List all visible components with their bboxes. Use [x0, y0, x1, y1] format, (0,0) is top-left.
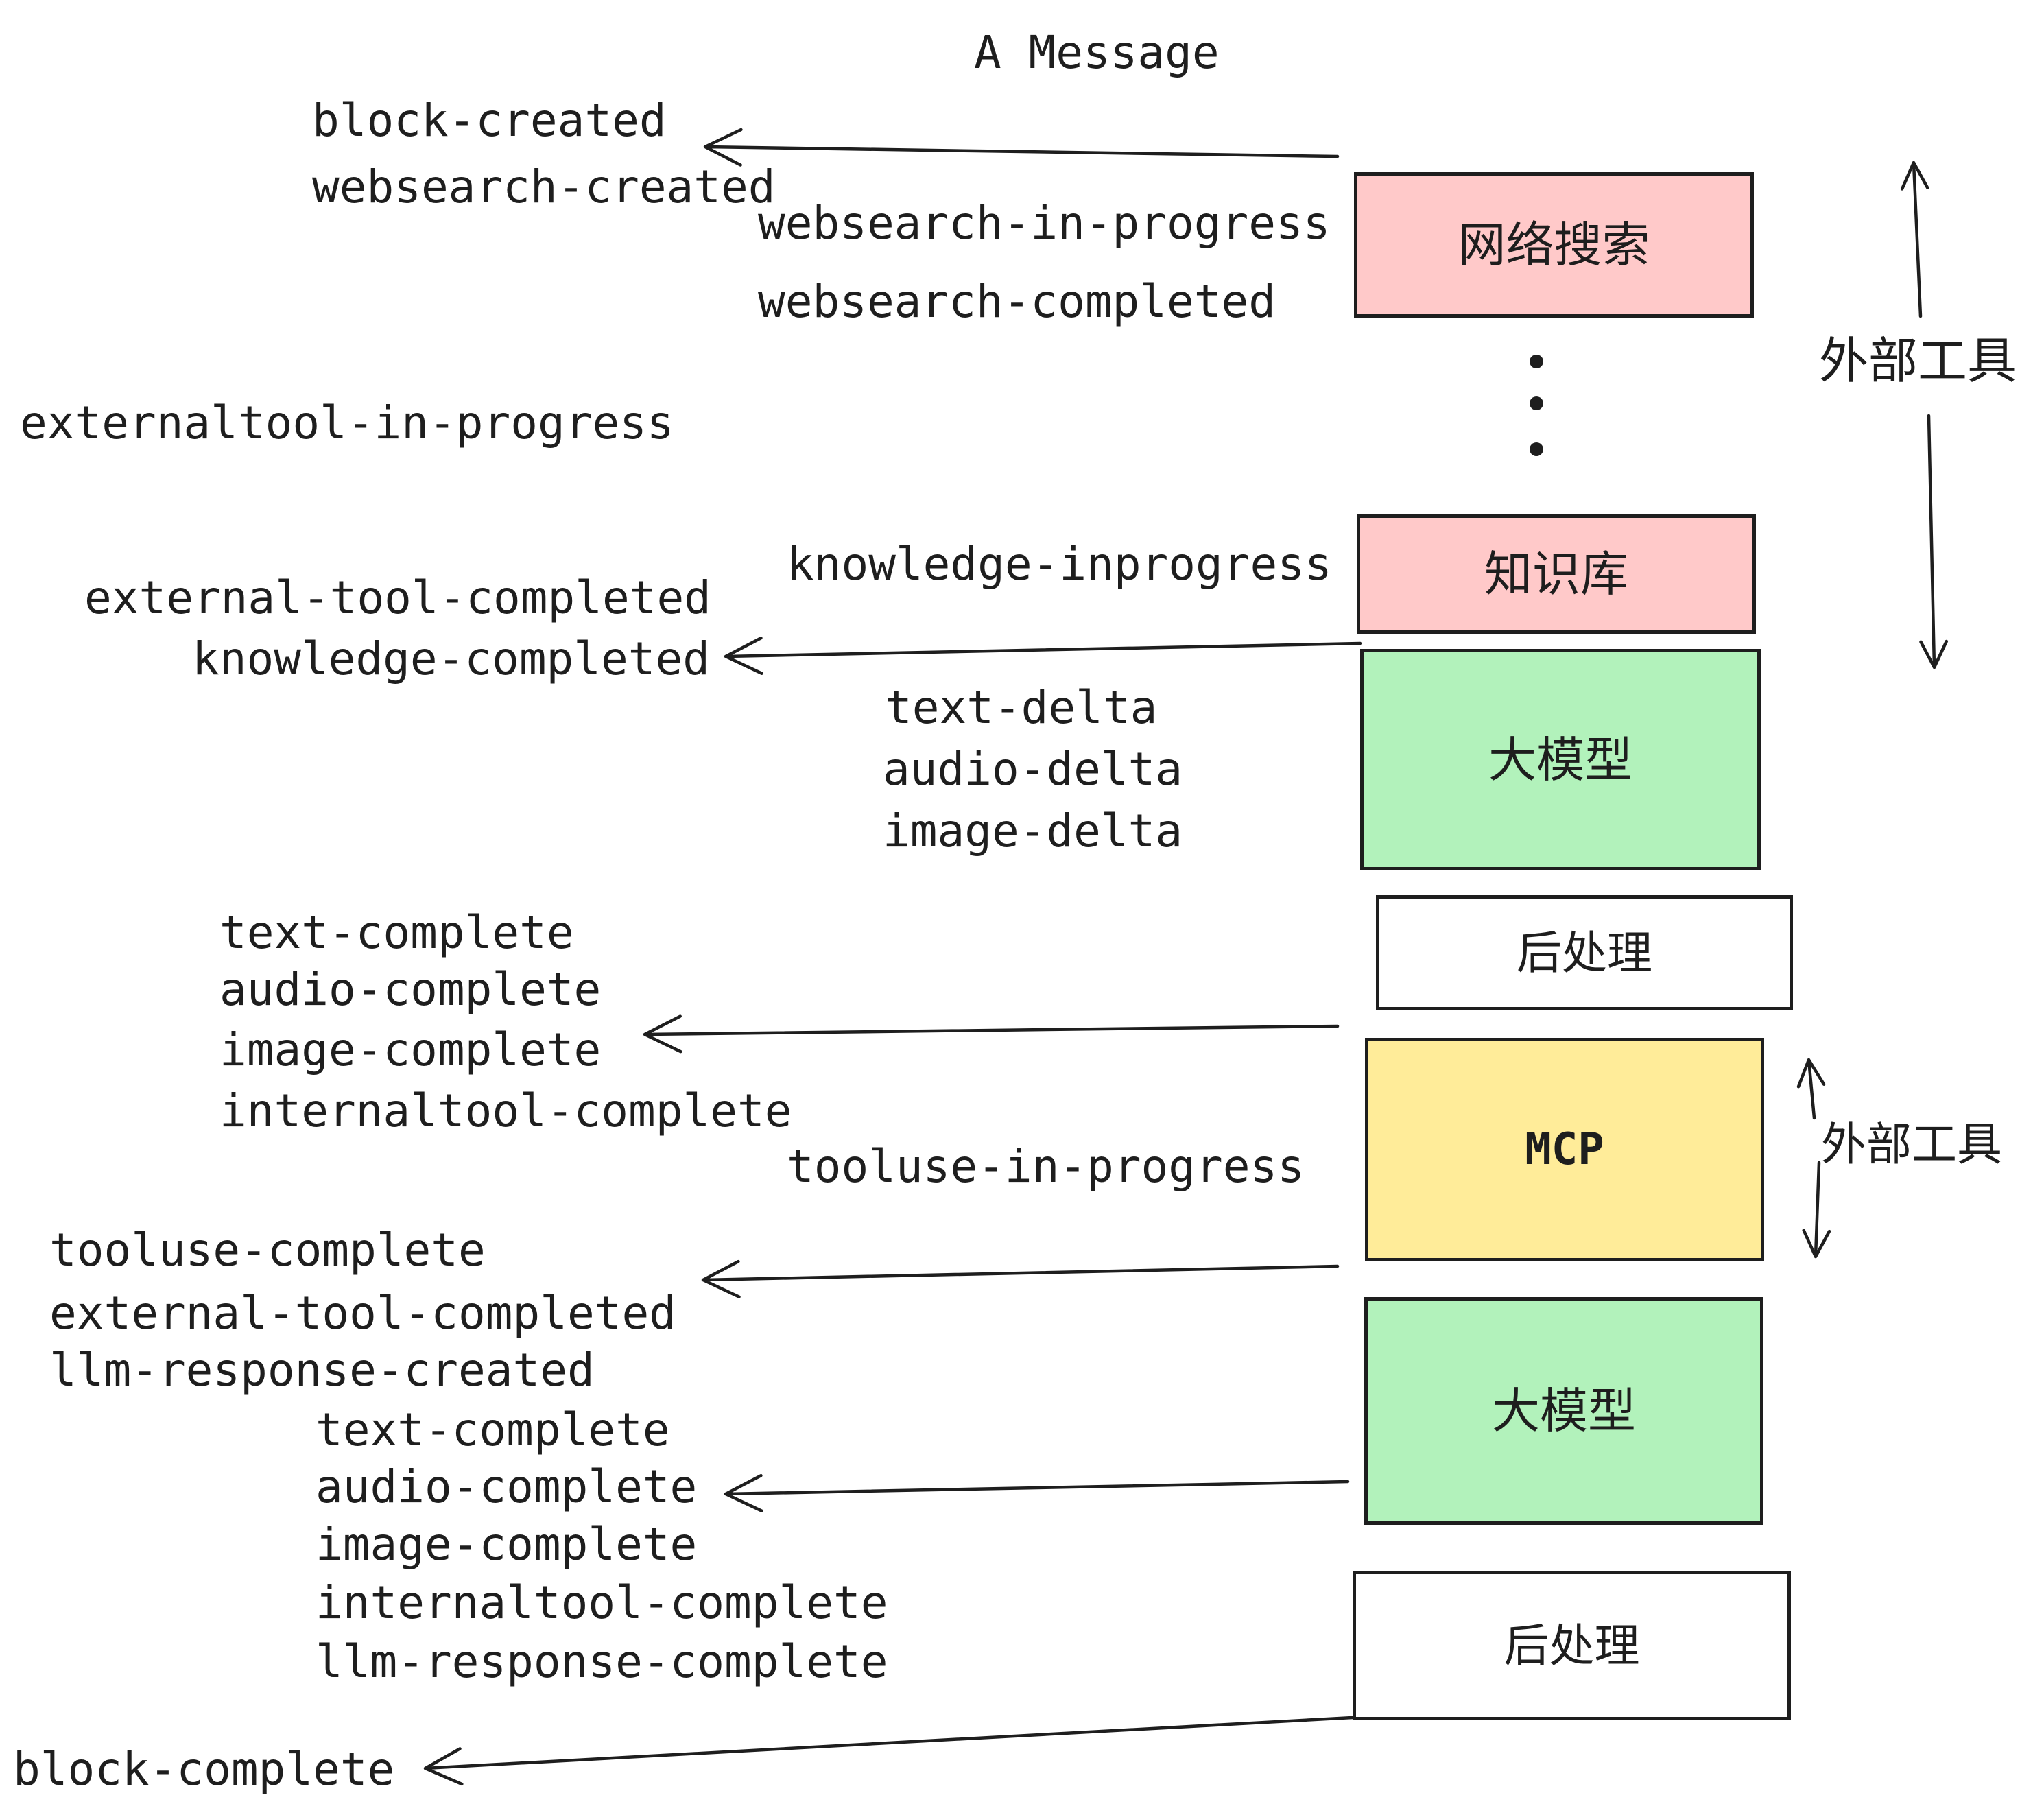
box-websearch: 网络搜索 [1354, 172, 1754, 318]
event-label: internaltool-complete [316, 1576, 888, 1629]
event-label: text-complete [316, 1403, 670, 1456]
event-label: image-complete [219, 1023, 602, 1076]
event-label: external-tool-completed [84, 571, 711, 624]
event-label: image-complete [316, 1518, 698, 1571]
box-mcp-label: MCP [1525, 1124, 1604, 1175]
external-tools-label: 外部工具 [1821, 1119, 2002, 1170]
box-llm-2: 大模型 [1364, 1297, 1763, 1525]
ellipsis-dot [1530, 442, 1543, 456]
box-post-1: 后处理 [1376, 895, 1793, 1010]
event-label: audio-complete [316, 1460, 698, 1513]
event-label: llm-response-created [49, 1344, 595, 1397]
event-label: llm-response-complete [316, 1635, 888, 1688]
flow-arrow [724, 636, 1362, 675]
box-knowledge-label: 知识库 [1484, 547, 1628, 601]
event-label: audio-complete [219, 963, 602, 1016]
ellipsis-dot [1530, 396, 1543, 410]
event-label: knowledge-inprogress [787, 538, 1332, 591]
event-label: websearch-created [312, 161, 776, 213]
event-label: audio-delta [883, 743, 1183, 796]
flow-arrow [643, 1014, 1340, 1054]
box-websearch-label: 网络搜索 [1458, 218, 1650, 272]
event-label: externaltool-in-progress [20, 396, 674, 449]
external-tools-arrow [1796, 1058, 1826, 1120]
box-llm-1-label: 大模型 [1488, 733, 1632, 787]
diagram-title: A Message [974, 26, 1220, 79]
event-label: block-complete [13, 1743, 395, 1796]
box-mcp: MCP [1365, 1038, 1764, 1261]
box-post-1-label: 后处理 [1517, 927, 1652, 978]
event-label: image-delta [883, 805, 1183, 857]
event-label: text-delta [885, 681, 1158, 734]
external-tools-label: 外部工具 [1819, 334, 2017, 389]
flow-arrow [724, 1473, 1350, 1512]
external-tools-arrow [1802, 1161, 1831, 1259]
event-label: websearch-completed [758, 275, 1276, 328]
event-label: text-complete [219, 906, 574, 959]
event-label: websearch-in-progress [758, 197, 1331, 250]
event-label: external-tool-completed [49, 1287, 676, 1340]
external-tools-arrow [1919, 414, 1949, 669]
event-label: block-created [312, 94, 667, 147]
box-llm-1: 大模型 [1360, 649, 1761, 870]
event-label: internaltool-complete [219, 1084, 792, 1137]
box-llm-2-label: 大模型 [1492, 1384, 1636, 1438]
box-post-2-label: 后处理 [1504, 1620, 1640, 1671]
external-tools-arrow [1900, 161, 1929, 318]
flow-arrow [423, 1716, 1355, 1786]
flow-arrow [703, 128, 1340, 167]
event-label: knowledge-completed [192, 632, 710, 685]
box-post-2: 后处理 [1353, 1571, 1791, 1720]
ellipsis-dot [1530, 355, 1543, 368]
event-label: tooluse-in-progress [787, 1140, 1305, 1193]
box-knowledge: 知识库 [1357, 514, 1756, 634]
event-label: tooluse-complete [49, 1224, 486, 1277]
flow-arrow [701, 1259, 1340, 1298]
